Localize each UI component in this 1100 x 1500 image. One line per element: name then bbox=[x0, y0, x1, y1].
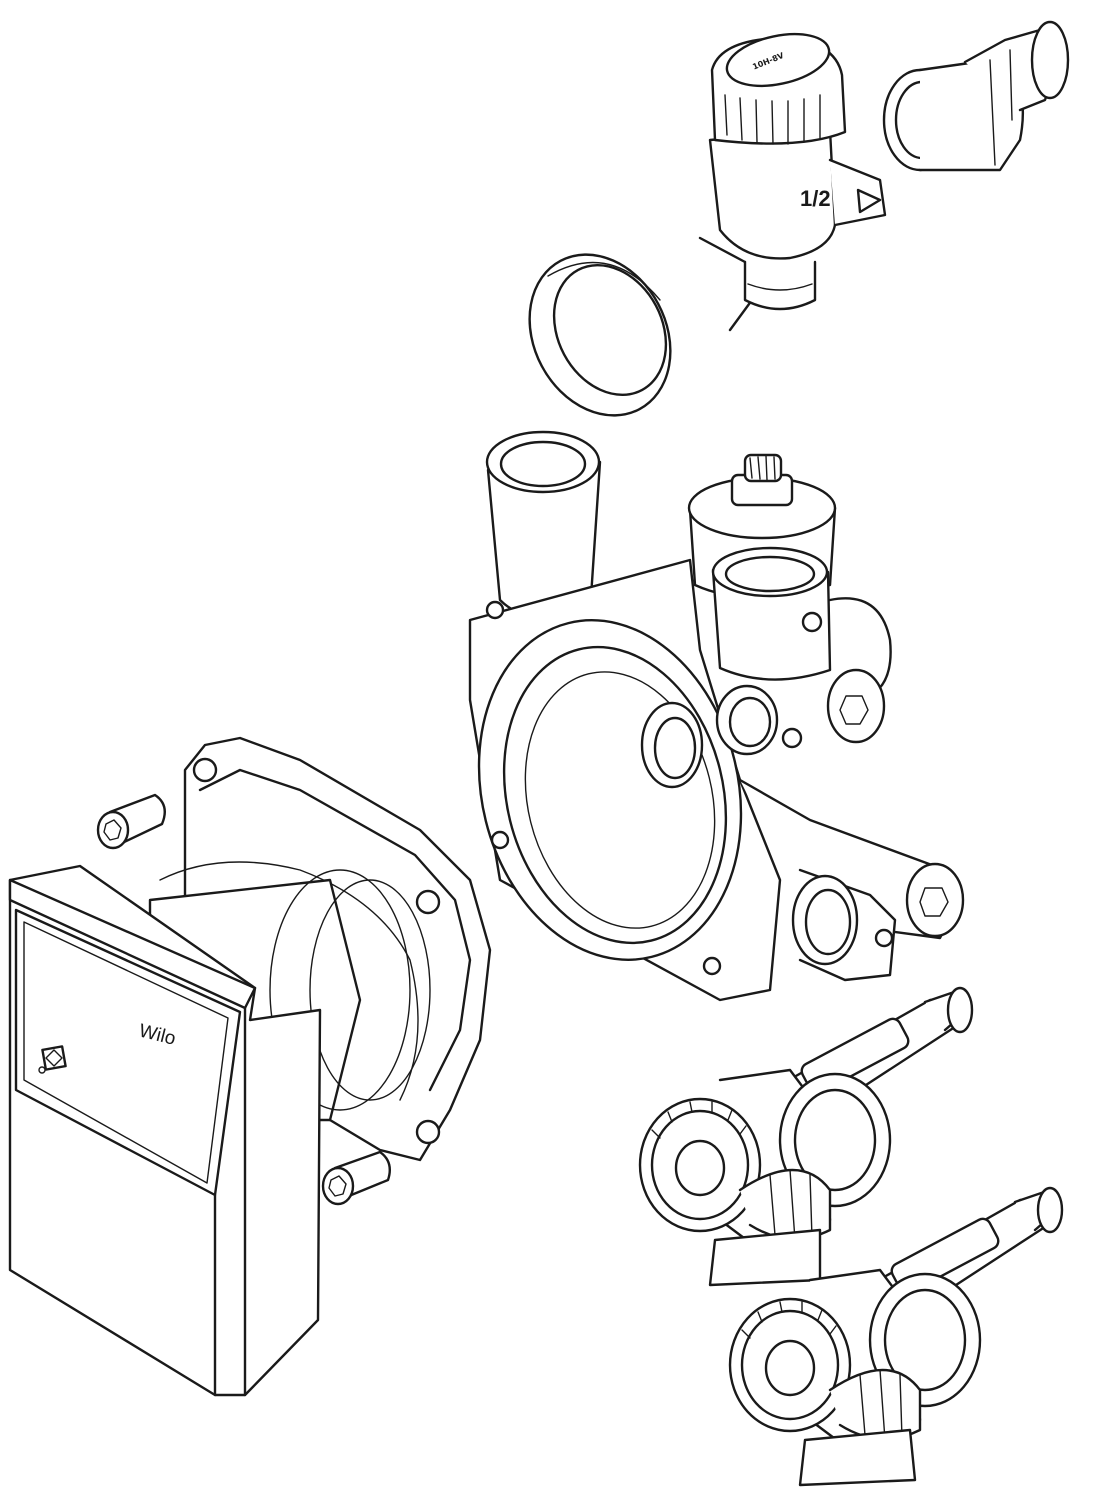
pressure-gauge bbox=[528, 236, 754, 417]
safety-valve-assembly: 10H-8V 1/2 bbox=[528, 20, 1070, 417]
cap-screw-upper bbox=[96, 793, 166, 850]
valve-size-label: 1/2 bbox=[800, 186, 831, 211]
safety-valve: 10H-8V 1/2 bbox=[708, 32, 887, 311]
union-fitting bbox=[882, 20, 1070, 172]
ball-valve-upper bbox=[638, 986, 974, 1287]
manifold-housing bbox=[468, 430, 965, 1002]
ball-valve-lower bbox=[728, 1186, 1064, 1487]
circulation-pump: Wilo bbox=[8, 736, 492, 1397]
cap-screw-lower bbox=[321, 1150, 391, 1206]
